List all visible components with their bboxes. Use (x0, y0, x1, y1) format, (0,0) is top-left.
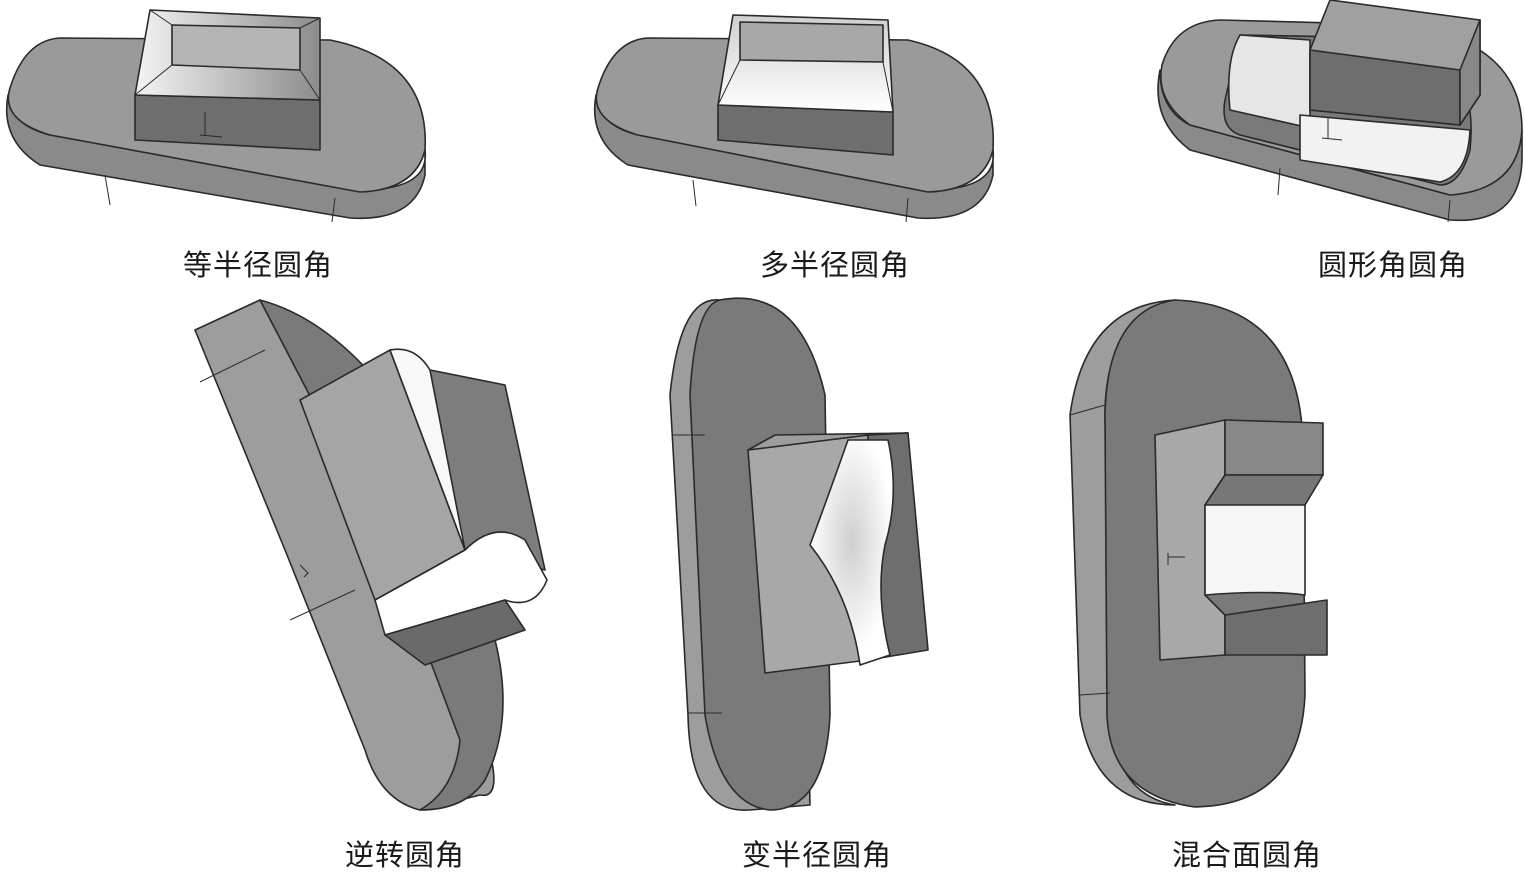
fillet-model-constant-radius (0, 0, 440, 235)
caption-multi-radius-fillet: 多半径圆角 (760, 248, 911, 282)
caption-face-blend-fillet: 混合面圆角 (1172, 838, 1323, 872)
fillet-model-round-corner (1150, 0, 1525, 235)
fillet-model-reverse (185, 290, 560, 825)
fillet-model-multi-radius (588, 0, 1008, 235)
caption-variable-radius-fillet: 变半径圆角 (742, 838, 893, 872)
caption-reverse-fillet: 逆转圆角 (345, 838, 466, 872)
fillet-model-variable-radius (660, 295, 940, 815)
fillet-model-face-blend (1065, 295, 1335, 820)
caption-constant-radius-fillet: 等半径圆角 (183, 248, 334, 282)
caption-round-corner-fillet: 圆形角圆角 (1318, 248, 1469, 282)
